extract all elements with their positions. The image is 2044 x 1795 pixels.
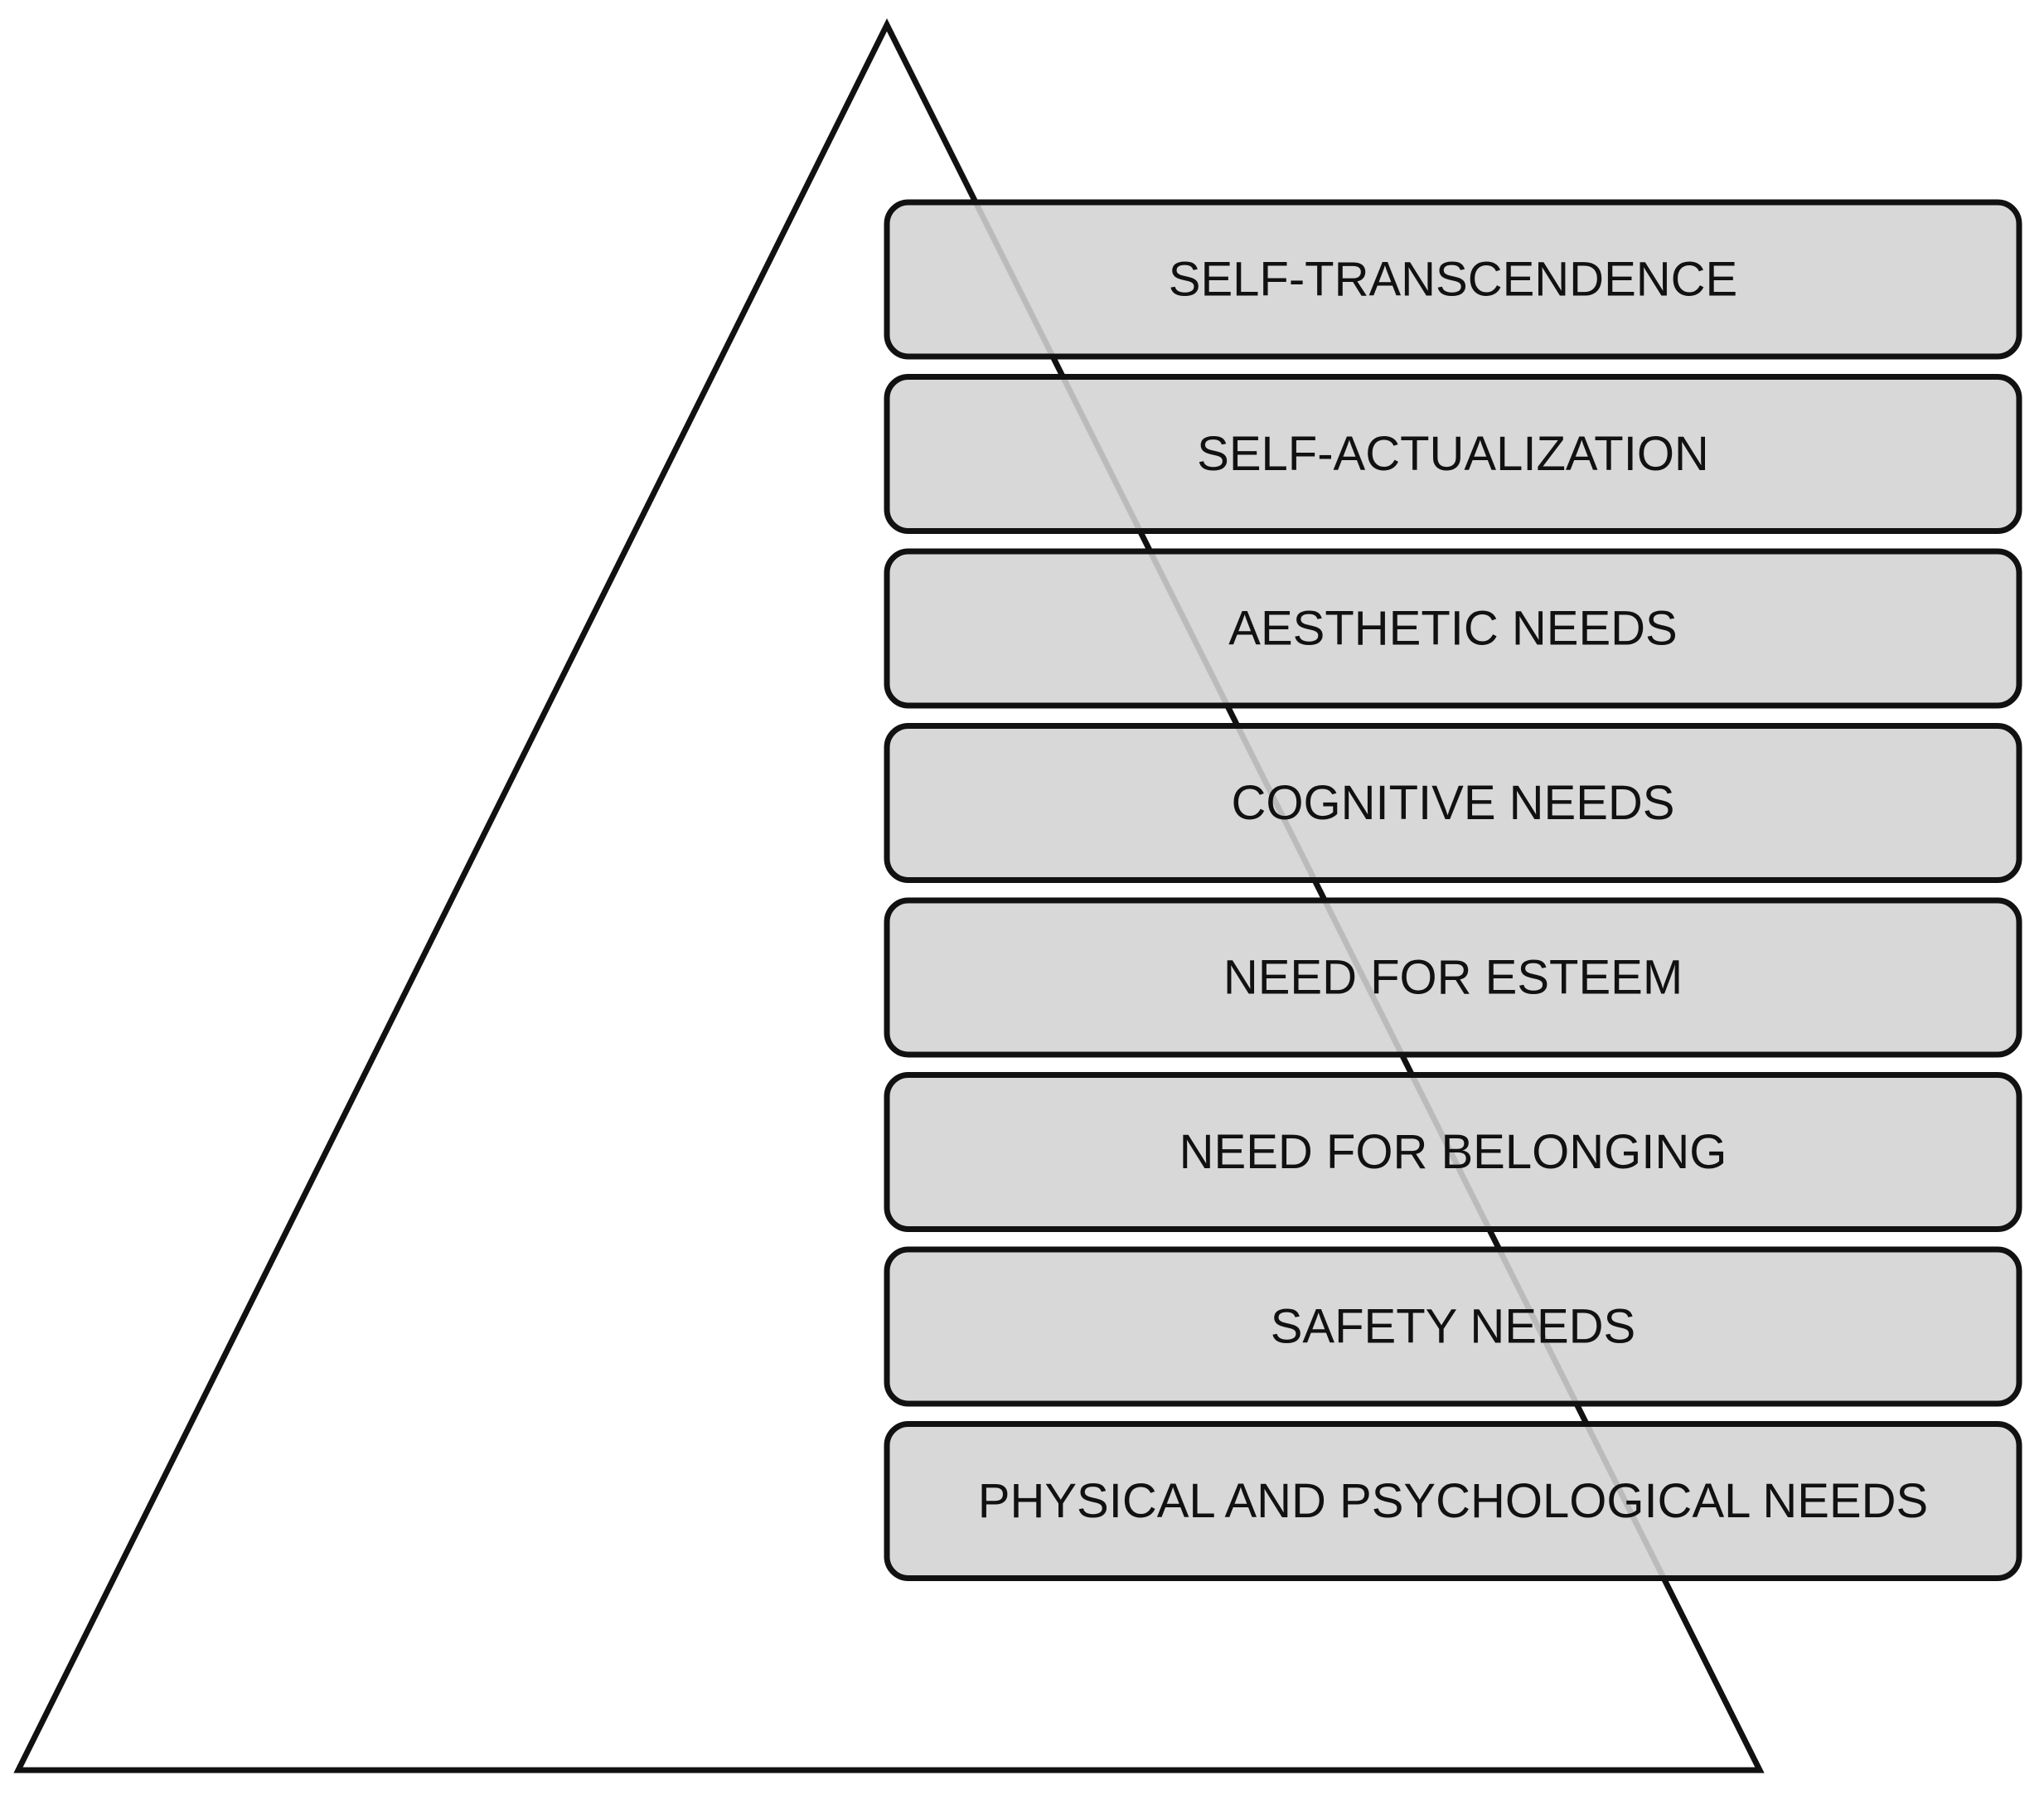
need-level: SAFETY NEEDS bbox=[884, 1246, 2022, 1407]
need-level-box bbox=[884, 1246, 2022, 1407]
need-level-label: SELF-TRANSCENDENCE bbox=[1169, 253, 1737, 307]
need-level-label: AESTHETIC NEEDS bbox=[1228, 602, 1677, 656]
need-level: AESTHETIC NEEDS bbox=[884, 548, 2022, 709]
need-level-label: PHYSICAL AND PSYCHOLOGICAL NEEDS bbox=[978, 1474, 1928, 1528]
need-level-box bbox=[884, 374, 2022, 534]
need-level: SELF-TRANSCENDENCE bbox=[884, 199, 2022, 360]
need-level-label: SELF-ACTUALIZATION bbox=[1197, 427, 1709, 481]
needs-levels: SELF-TRANSCENDENCE SELF-ACTUALIZATION AEST… bbox=[884, 199, 2022, 1581]
need-level-label: NEED FOR BELONGING bbox=[1179, 1125, 1727, 1179]
need-level-box bbox=[884, 897, 2022, 1058]
need-level-box bbox=[884, 1072, 2022, 1232]
need-level-label: SAFETY NEEDS bbox=[1271, 1300, 1636, 1354]
need-level-box bbox=[884, 548, 2022, 709]
need-level: NEED FOR BELONGING bbox=[884, 1072, 2022, 1232]
need-level-label: COGNITIVE NEEDS bbox=[1232, 776, 1675, 830]
need-level-box bbox=[884, 723, 2022, 883]
need-level: COGNITIVE NEEDS bbox=[884, 723, 2022, 883]
need-level: PHYSICAL AND PSYCHOLOGICAL NEEDS bbox=[884, 1421, 2022, 1581]
need-level-box bbox=[884, 199, 2022, 360]
need-level-box bbox=[884, 1421, 2022, 1581]
need-level: SELF-ACTUALIZATION bbox=[884, 374, 2022, 534]
need-level-label: NEED FOR ESTEEM bbox=[1223, 951, 1683, 1005]
need-level: NEED FOR ESTEEM bbox=[884, 897, 2022, 1058]
